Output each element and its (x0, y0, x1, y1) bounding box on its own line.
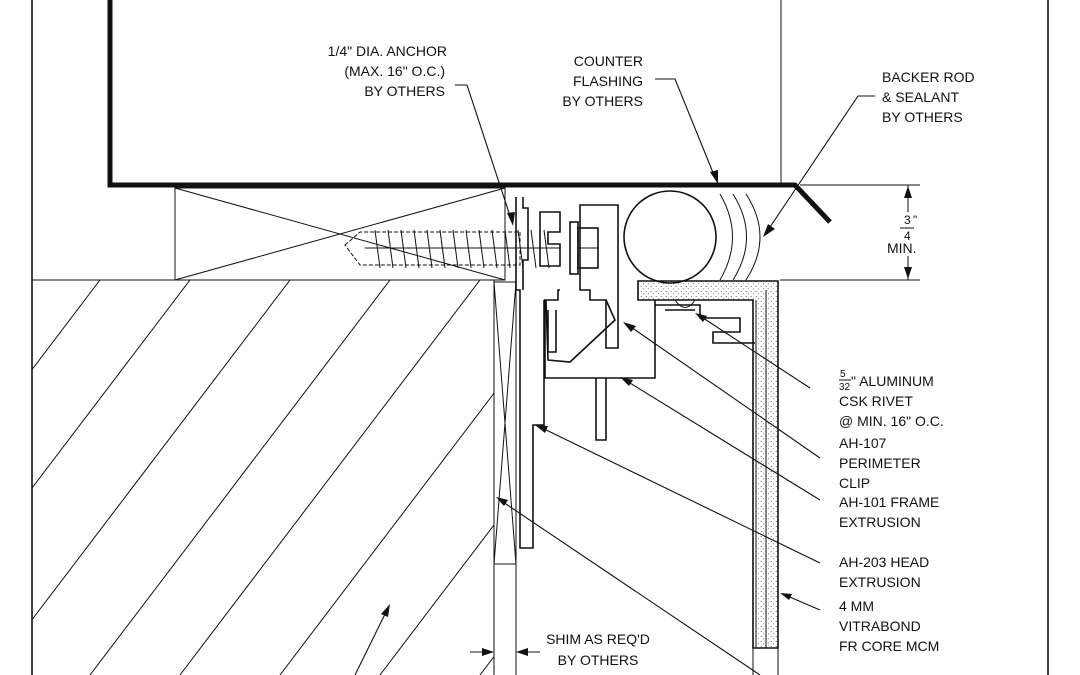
min-dim-text: MIN. (887, 240, 917, 256)
label-perimeter-clip: AH-107 PERIMETER CLIP (839, 435, 921, 491)
label-head-extrusion: AH-203 HEAD EXTRUSION (839, 554, 929, 590)
label-shim: SHIM AS REQ'D BY OTHERS (546, 631, 650, 668)
frame-extrusion-line2: EXTRUSION (839, 514, 921, 530)
anchor-label-line3: BY OTHERS (364, 83, 445, 99)
rivet-line2: CSK RIVET (839, 393, 913, 409)
counter-flashing-line1: COUNTER (574, 53, 643, 69)
shim-line1: SHIM AS REQ'D (546, 631, 650, 647)
perimeter-clip-line2: PERIMETER (839, 455, 921, 471)
counter-flashing-line2: FLASHING (573, 73, 643, 89)
wood-blocking (174, 187, 506, 281)
rivet-frac-num: 5 (840, 369, 846, 380)
leader-lines (354, 78, 875, 675)
label-frame-extrusion: AH-101 FRAME EXTRUSION (839, 494, 939, 530)
backer-rod (623, 190, 761, 284)
head-extrusion-shape (515, 197, 560, 549)
min-dim-unit: " (913, 213, 917, 227)
wall-hatch (32, 280, 494, 675)
label-rivet: 5 32 " ALUMINUM CSK RIVET @ MIN. 16" O.C… (839, 369, 944, 429)
label-min-dimension: 3 4 " MIN. (887, 213, 917, 256)
anchor-screw (344, 221, 599, 275)
perimeter-clip-line1: AH-107 (839, 435, 887, 451)
rivet-line3: @ MIN. 16" O.C. (839, 413, 944, 429)
head-extrusion-line1: AH-203 HEAD (839, 554, 929, 570)
mcm-panel (637, 280, 779, 675)
anchor-label-line1: 1/4" DIA. ANCHOR (328, 43, 447, 59)
head-extrusion-line2: EXTRUSION (839, 574, 921, 590)
counter-flashing-line3: BY OTHERS (562, 93, 643, 109)
header-opening-outline (107, 0, 832, 224)
backer-rod-line2: & SEALANT (882, 89, 959, 105)
mcm-line1: 4 MM (839, 598, 874, 614)
backer-rod-line3: BY OTHERS (882, 109, 963, 125)
mcm-line2: VITRABOND (839, 618, 921, 634)
shim (493, 281, 517, 675)
mcm-line3: FR CORE MCM (839, 638, 939, 654)
rivet-frac-den: 32 (839, 382, 851, 393)
shim-dimension (470, 648, 540, 656)
perimeter-clip-line3: CLIP (839, 475, 870, 491)
label-mcm: 4 MM VITRABOND FR CORE MCM (839, 598, 939, 654)
perimeter-clip-shape (655, 304, 755, 344)
label-counter-flashing: COUNTER FLASHING BY OTHERS (562, 53, 643, 109)
anchor-label-line2: (MAX. 16" O.C.) (344, 63, 445, 79)
backer-rod-line1: BACKER ROD (882, 69, 975, 85)
frame-extrusion-shape (522, 197, 656, 441)
dimension-three-quarter-min (780, 184, 920, 281)
label-anchor: 1/4" DIA. ANCHOR (MAX. 16" O.C.) BY OTHE… (328, 43, 447, 99)
rivet-line1: " ALUMINUM (851, 373, 934, 389)
min-dim-denominator: 4 (904, 229, 911, 243)
shim-line2: BY OTHERS (558, 652, 639, 668)
min-dim-numerator: 3 (904, 213, 911, 227)
frame-extrusion-line1: AH-101 FRAME (839, 494, 939, 510)
label-backer-rod: BACKER ROD & SEALANT BY OTHERS (882, 69, 975, 125)
